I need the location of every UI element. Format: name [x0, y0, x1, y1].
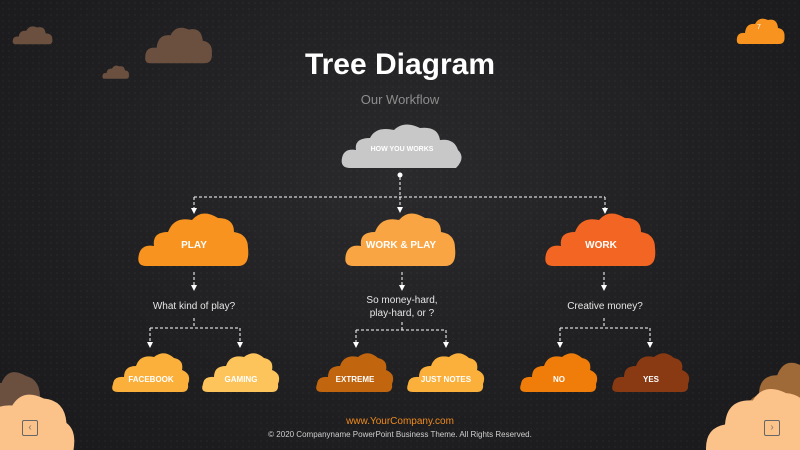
branch-node-play — [138, 213, 249, 266]
leaf-label-just-notes: JUST NOTES — [420, 375, 472, 384]
root-node-cloud — [341, 124, 462, 168]
leaf-label-facebook: FACEBOOK — [128, 375, 174, 384]
footer-url[interactable]: www.YourCompany.com — [346, 416, 454, 427]
branch-label-play: PLAY — [181, 240, 207, 251]
question-work: Creative money? — [567, 301, 643, 312]
footer-copyright: © 2020 Companyname PowerPoint Business T… — [268, 430, 532, 439]
branch-label-work: WORK — [585, 240, 617, 251]
decor-cloud-icon — [705, 388, 800, 450]
next-slide-button[interactable]: › — [764, 420, 780, 436]
question-line-2: play-hard, or ? — [369, 308, 435, 319]
leaf-node-gaming — [202, 353, 280, 392]
leaf-node-no — [520, 353, 598, 392]
question-line-1: So money-hard, — [366, 295, 438, 306]
root-node-label: HOW YOU WORKS — [370, 146, 434, 153]
question-play: What kind of play? — [152, 301, 236, 312]
slide-title: Tree Diagram — [304, 48, 496, 81]
prev-slide-button[interactable]: ‹ — [22, 420, 38, 436]
slide-subtitle: Our Workflow — [360, 92, 440, 107]
leaf-label-yes: YES — [642, 375, 659, 384]
decor-cloud-icon — [145, 27, 212, 64]
leaf-label-extreme: EXTREME — [335, 375, 375, 384]
branch-label-work-and-play: WORK & PLAY — [365, 240, 437, 251]
page-number: 7 — [757, 24, 761, 31]
decor-cloud-icon — [12, 26, 53, 45]
decor-cloud-icon — [102, 65, 129, 79]
leaf-node-yes — [612, 353, 690, 392]
leaf-label-gaming: GAMING — [224, 375, 258, 384]
branch-node-work — [545, 213, 656, 266]
chevron-left-icon: ‹ — [28, 422, 32, 433]
leaf-node-just-notes — [407, 353, 485, 392]
branch-node-work-and-play — [345, 213, 456, 266]
page-badge-cloud-icon — [736, 18, 785, 44]
leaf-node-extreme — [316, 353, 394, 392]
leaf-label-no: NO — [553, 375, 565, 384]
question-work-and-play: So money-hard, play-hard, or ? — [332, 294, 472, 320]
chevron-right-icon: › — [770, 422, 774, 433]
leaf-node-facebook — [112, 353, 190, 392]
